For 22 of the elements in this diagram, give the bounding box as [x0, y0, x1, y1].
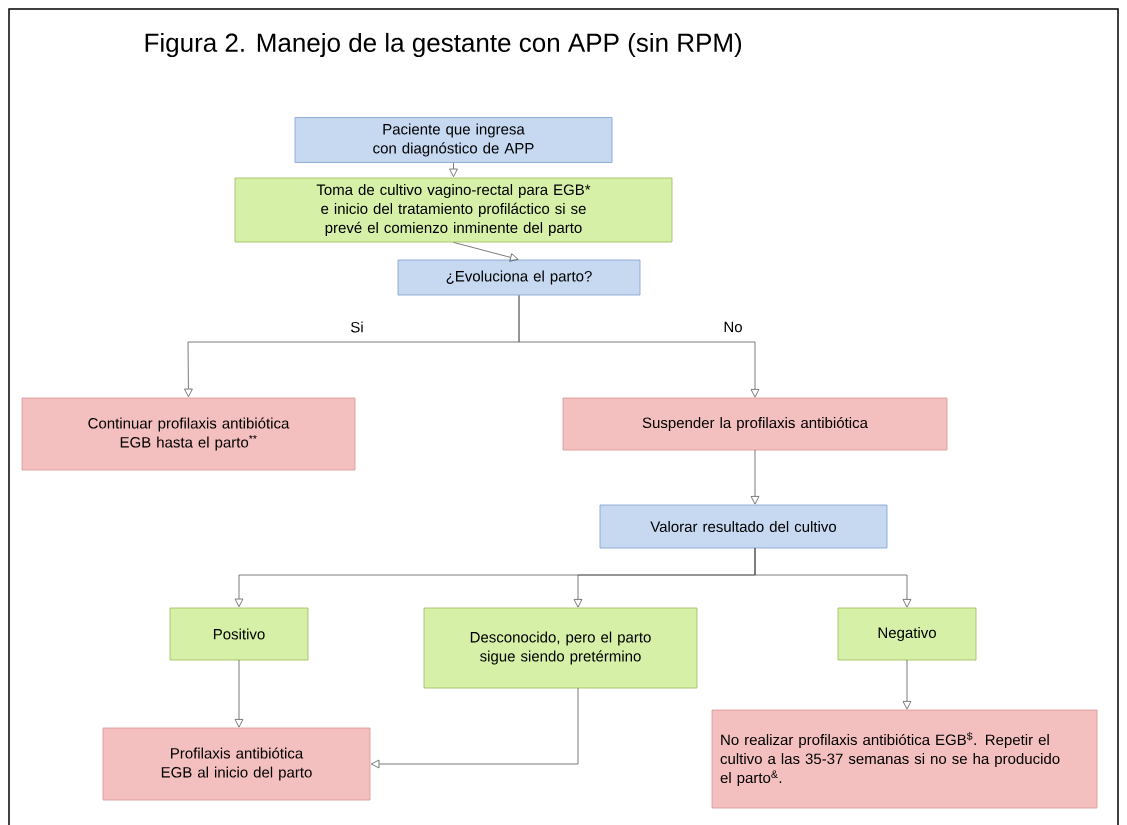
process-box: Desconocido, pero el parto sigue siendo pretérmino [423, 607, 698, 689]
edge-label: No [721, 319, 745, 335]
arrow [234, 659, 244, 728]
arrow [449, 162, 458, 178]
arrow [453, 242, 519, 262]
process-box: Toma de cultivo vagino-rectal para EGB* e inicio del tratamiento profiláctico si se prevé el comienzo inminente del parto [234, 177, 673, 243]
title: Figura 2. Manejo de la gestante con APP (sin RPM) [145, 32, 742, 58]
arrow [754, 547, 912, 608]
arrow [518, 295, 760, 398]
arrow [370, 687, 579, 769]
action-box: Profilaxis antibiótica EGB al inicio del parto [102, 727, 371, 801]
edge-label: Si [348, 319, 366, 335]
process-box: Positivo [169, 607, 309, 661]
decision-box: Paciente que ingresa con diagnóstico de APP [294, 117, 613, 163]
arrow [750, 449, 760, 505]
arrow [902, 659, 912, 710]
decision-box: ¿Evoluciona el parto? [397, 259, 641, 296]
decision-box: Valorar resultado del cultivo [599, 504, 888, 549]
action-box: No realizar profilaxis antibiótica EGB$^{$}$. Repetir el cultivo a las 35-37 semanas si no se ha producido el parto$^{&}$. [711, 709, 1098, 809]
action-box: Suspender la profilaxis antibiótica [562, 397, 948, 451]
action-box: Continuar profilaxis antibiótica EGB hasta el parto$^{**}$ [21, 397, 356, 471]
process-box: Negativo [837, 607, 977, 661]
